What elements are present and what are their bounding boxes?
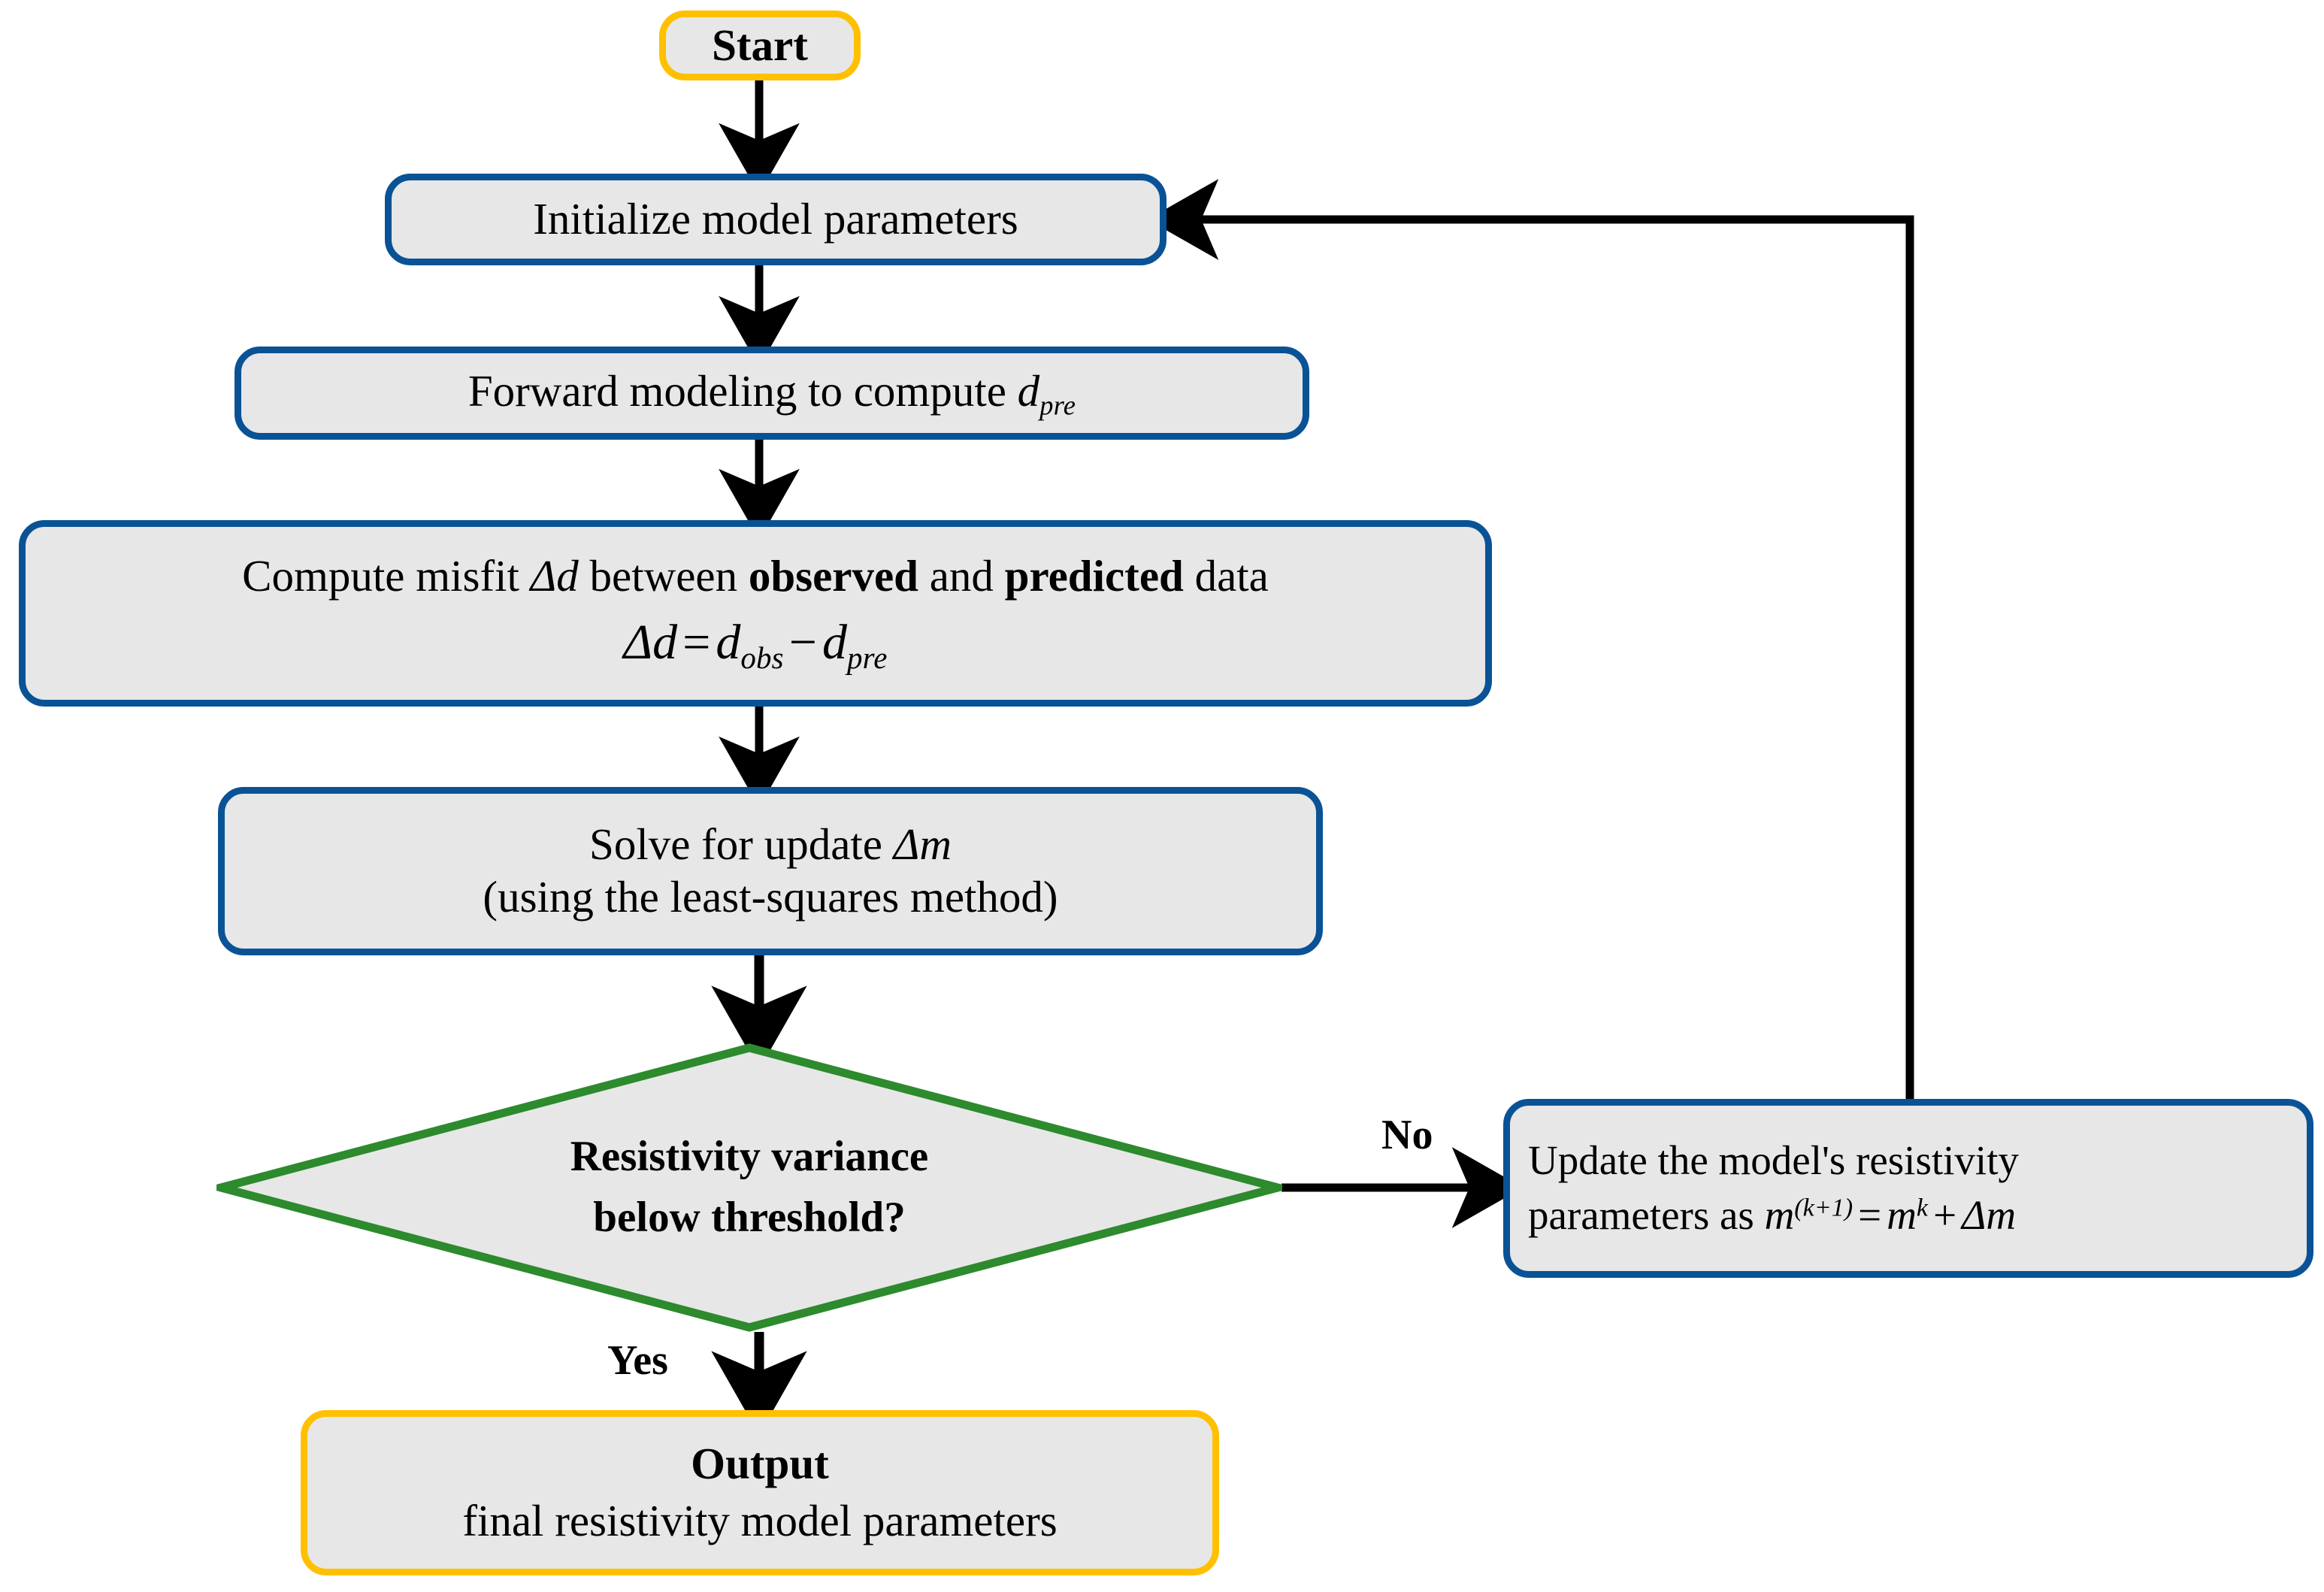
update-eq-m1-sup: (k+1) bbox=[1794, 1194, 1853, 1222]
misfit-eq-delta: Δ bbox=[623, 614, 653, 670]
node-update-line2: parameters as m(k+1)=mk+Δm bbox=[1528, 1191, 2016, 1240]
misfit-text-d: data bbox=[1183, 551, 1269, 601]
misfit-eq-equals: = bbox=[682, 614, 711, 670]
node-solve-line2: (using the least-squares method) bbox=[483, 872, 1058, 922]
node-forward-symbol-subscript: pre bbox=[1039, 389, 1076, 421]
node-forward[interactable]: Forward modeling to compute dpre bbox=[235, 347, 1309, 440]
node-initialize-label: Initialize model parameters bbox=[533, 194, 1018, 244]
solve-delta-m: Δm bbox=[893, 819, 952, 870]
node-update-line1: Update the model's resistivity bbox=[1528, 1137, 2019, 1184]
misfit-eq-term1: d bbox=[716, 614, 741, 670]
node-misfit-equation: Δd=dobs−dpre bbox=[623, 613, 887, 676]
update-eq-m1: m bbox=[1764, 1192, 1795, 1238]
misfit-bold-predicted: predicted bbox=[1004, 551, 1184, 601]
node-forward-label: Forward modeling to compute dpre bbox=[468, 365, 1076, 422]
node-output-line2: final resistivity model parameters bbox=[462, 1496, 1058, 1545]
node-misfit[interactable]: Compute misfit Δd between observed and p… bbox=[19, 520, 1492, 707]
node-decision-line1: Resistivity variance bbox=[570, 1133, 929, 1181]
node-forward-text: Forward modeling to compute bbox=[468, 365, 1018, 416]
misfit-text-c: and bbox=[918, 551, 1005, 601]
misfit-eq-term1-sub: obs bbox=[740, 640, 784, 675]
misfit-bold-observed: observed bbox=[748, 551, 918, 601]
node-forward-symbol: d bbox=[1017, 365, 1040, 416]
misfit-text-a: Compute misfit bbox=[242, 551, 531, 601]
node-decision[interactable]: Resistivity variance below threshold? bbox=[216, 1043, 1282, 1332]
update-eq-equals: = bbox=[1858, 1192, 1882, 1238]
update-eq-plus: + bbox=[1933, 1192, 1957, 1238]
misfit-eq-lhs-var: d bbox=[652, 614, 678, 670]
edge-label-no: No bbox=[1381, 1112, 1433, 1158]
node-solve[interactable]: Solve for update Δm (using the least-squ… bbox=[218, 787, 1323, 955]
node-start-label: Start bbox=[712, 20, 808, 70]
update-eq-m2: m bbox=[1887, 1192, 1917, 1238]
node-output-line1: Output bbox=[691, 1439, 829, 1489]
node-start[interactable]: Start bbox=[659, 11, 861, 80]
misfit-eq-minus: − bbox=[788, 614, 818, 670]
solve-text: Solve for update bbox=[589, 819, 894, 870]
node-decision-line2: below threshold? bbox=[593, 1194, 906, 1241]
decision-diamond-shape bbox=[216, 1043, 1282, 1332]
misfit-delta-d: Δd bbox=[530, 551, 579, 601]
misfit-eq-term2-sub: pre bbox=[847, 640, 888, 675]
node-misfit-line1: Compute misfit Δd between observed and p… bbox=[242, 550, 1269, 603]
node-initialize[interactable]: Initialize model parameters bbox=[385, 174, 1167, 265]
node-output[interactable]: Output final resistivity model parameter… bbox=[301, 1410, 1219, 1575]
update-eq-delta-m: Δm bbox=[1962, 1192, 2017, 1238]
edge-label-yes: Yes bbox=[607, 1337, 668, 1384]
update-text: parameters as bbox=[1528, 1192, 1765, 1238]
node-solve-line1: Solve for update Δm bbox=[589, 819, 952, 871]
update-eq-m2-sup: k bbox=[1916, 1194, 1929, 1222]
node-decision-label: Resistivity variance below threshold? bbox=[570, 1127, 928, 1248]
misfit-text-b: between bbox=[578, 551, 749, 601]
node-update[interactable]: Update the model's resistivity parameter… bbox=[1503, 1099, 2313, 1278]
misfit-eq-term2: d bbox=[822, 614, 848, 670]
